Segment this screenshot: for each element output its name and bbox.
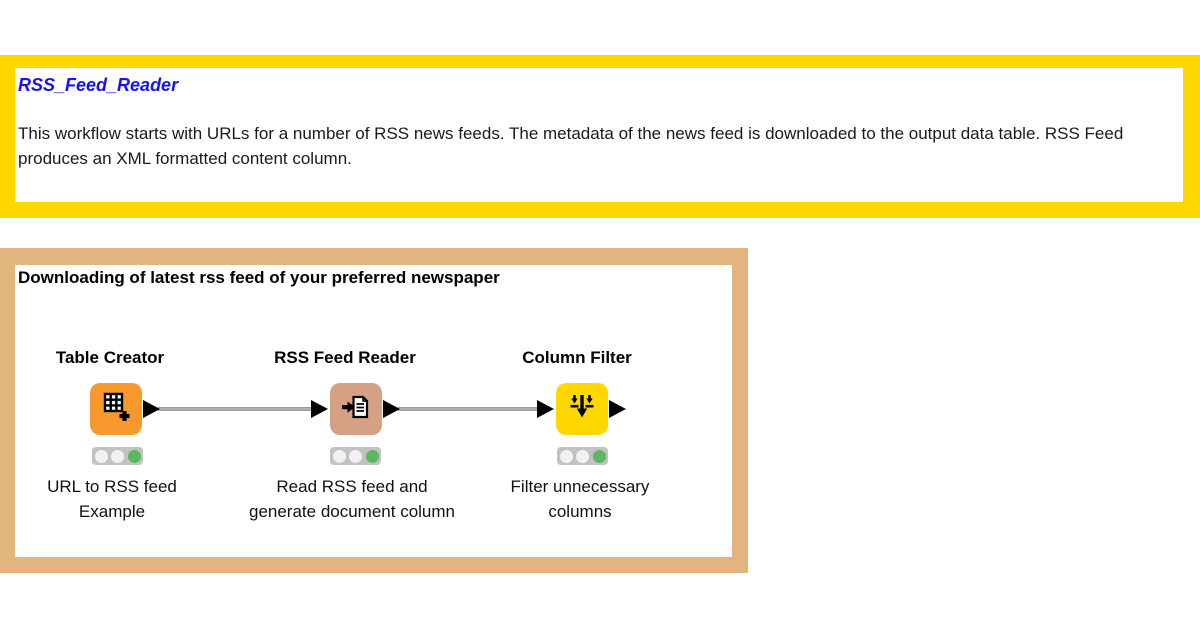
- status-yellow-light: [349, 449, 362, 463]
- caption-line: URL to RSS feed: [47, 477, 177, 496]
- column-filter-output-port[interactable]: [609, 400, 626, 418]
- node-name-rss-feed-reader: RSS Feed Reader: [274, 348, 416, 367]
- arrow-into-document-icon: [339, 390, 373, 429]
- node-caption-rss-feed-reader[interactable]: Read RSS feed and generate document colu…: [212, 474, 492, 524]
- status-yellow-light: [576, 449, 589, 463]
- node-rss-feed-reader[interactable]: [330, 383, 382, 435]
- node-name-column-filter: Column Filter: [522, 348, 632, 367]
- caption-line: Example: [78, 502, 146, 521]
- connection-rss-to-column-filter[interactable]: [398, 407, 539, 411]
- status-traffic-light-table-creator: [92, 447, 143, 465]
- status-green-light: [365, 449, 379, 463]
- annotation-body: This workflow starts with URLs for a num…: [18, 124, 1124, 168]
- rss-feed-reader-output-port[interactable]: [383, 400, 400, 418]
- status-green-light: [127, 449, 141, 463]
- node-caption-table-creator[interactable]: URL to RSS feed Example: [0, 474, 252, 524]
- column-filter-arrows-icon: [565, 390, 599, 429]
- table-plus-icon: [99, 390, 133, 429]
- status-yellow-light: [111, 449, 124, 463]
- rss-feed-reader-input-port[interactable]: [311, 400, 328, 418]
- status-red-light: [559, 449, 573, 463]
- status-red-light: [94, 449, 108, 463]
- annotation-title: RSS_Feed_Reader: [18, 75, 179, 95]
- caption-line: Read RSS feed and: [276, 477, 428, 496]
- connection-table-creator-to-rss[interactable]: [158, 407, 313, 411]
- caption-line: Filter unnecessary: [510, 477, 650, 496]
- table-creator-output-port[interactable]: [143, 400, 160, 418]
- node-name-table-creator: Table Creator: [55, 348, 165, 367]
- caption-line: generate document column: [248, 502, 456, 521]
- node-caption-column-filter[interactable]: Filter unnecessary columns: [440, 474, 720, 524]
- caption-line: columns: [548, 502, 612, 521]
- status-red-light: [332, 449, 346, 463]
- status-green-light: [592, 449, 606, 463]
- node-column-filter[interactable]: [556, 383, 608, 435]
- workflow-annotation-title: Downloading of latest rss feed of your p…: [18, 268, 500, 287]
- workflow-description-annotation[interactable]: RSS_Feed_Reader This workflow starts wit…: [0, 55, 1200, 218]
- status-traffic-light-column-filter: [557, 447, 608, 465]
- status-traffic-light-rss-feed-reader: [330, 447, 381, 465]
- column-filter-input-port[interactable]: [537, 400, 554, 418]
- node-table-creator[interactable]: [90, 383, 142, 435]
